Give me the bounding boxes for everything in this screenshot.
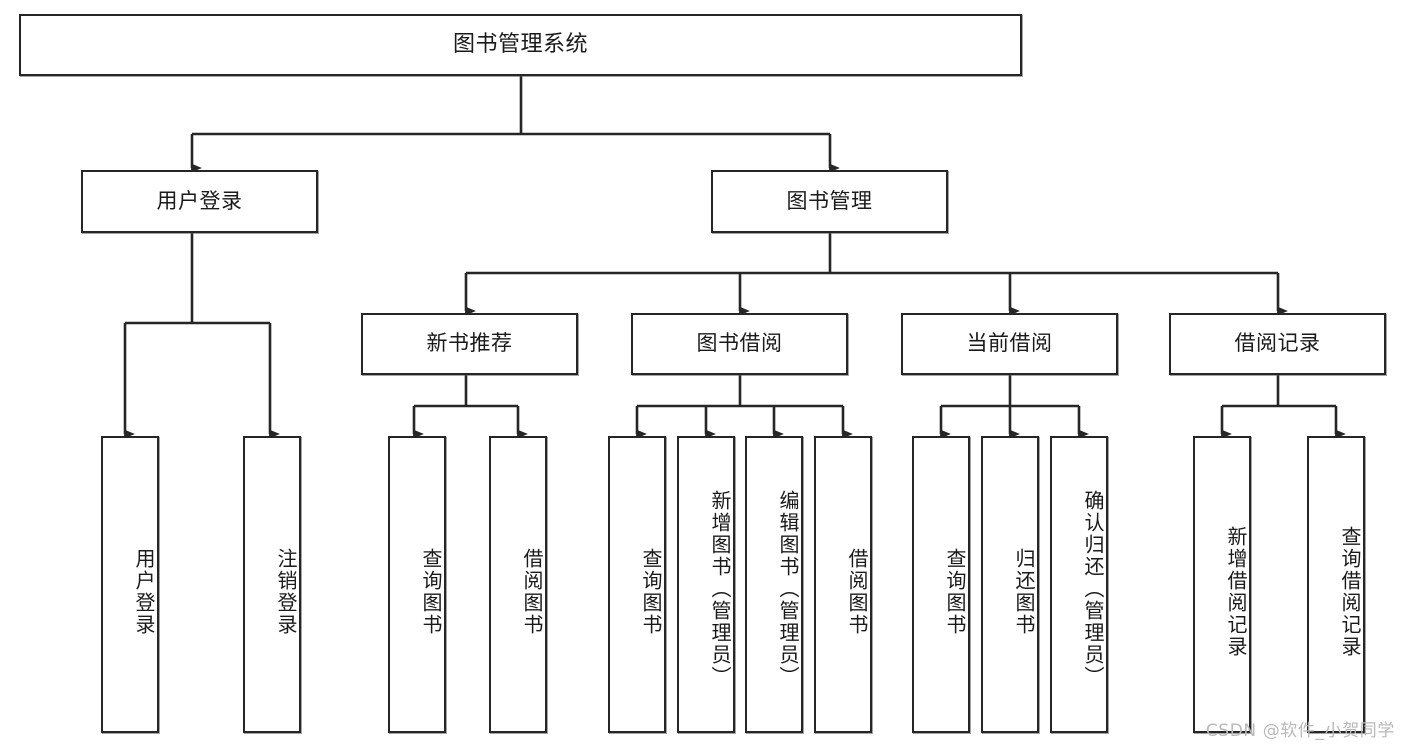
node-label: 图书管理 [786, 188, 873, 213]
node-label: 新书推荐 [426, 331, 513, 356]
node-user-login[interactable]: 用户登录 [81, 170, 318, 233]
node-label: 编辑图书（管理员） [776, 489, 800, 688]
node-label: 图书借阅 [696, 331, 783, 356]
node-label: 用户登录 [156, 188, 243, 213]
node-label: 查询图书 [639, 547, 663, 636]
leaf-confirm-return[interactable]: 确认归还（管理员） [1050, 436, 1108, 733]
node-label: 注销登录 [274, 547, 298, 636]
leaf-return-book[interactable]: 归还图书 [981, 436, 1039, 733]
leaf-query-book-3[interactable]: 查询图书 [912, 436, 970, 733]
node-label: 借阅图书 [520, 547, 544, 636]
node-label: 图书管理系统 [452, 31, 588, 57]
node-label: 借阅记录 [1234, 331, 1321, 356]
node-root-system[interactable]: 图书管理系统 [19, 14, 1022, 76]
node-label: 归还图书 [1012, 547, 1036, 636]
node-book-manage[interactable]: 图书管理 [711, 170, 948, 233]
node-label: 查询图书 [943, 547, 967, 636]
node-book-borrow[interactable]: 图书借阅 [631, 313, 848, 375]
leaf-query-book-1[interactable]: 查询图书 [388, 436, 446, 733]
leaf-query-record[interactable]: 查询借阅记录 [1307, 436, 1365, 733]
leaf-edit-book[interactable]: 编辑图书（管理员） [745, 436, 803, 733]
leaf-add-record[interactable]: 新增借阅记录 [1193, 436, 1251, 733]
node-borrow-record[interactable]: 借阅记录 [1169, 313, 1386, 375]
leaf-query-book-2[interactable]: 查询图书 [608, 436, 666, 733]
node-label: 确认归还（管理员） [1081, 489, 1105, 688]
csdn-watermark: CSDN @软件_小贺同学 [1205, 721, 1395, 741]
leaf-borrow-book-1[interactable]: 借阅图书 [489, 436, 547, 733]
leaf-borrow-book-2[interactable]: 借阅图书 [814, 436, 872, 733]
node-label: 新增图书（管理员） [708, 489, 732, 688]
leaf-user-login[interactable]: 用户登录 [101, 436, 159, 733]
node-label: 查询图书 [419, 547, 443, 636]
leaf-add-book[interactable]: 新增图书（管理员） [677, 436, 735, 733]
leaf-logout-login[interactable]: 注销登录 [243, 436, 301, 733]
node-label: 新增借阅记录 [1224, 525, 1248, 658]
node-current-borrow[interactable]: 当前借阅 [901, 313, 1118, 375]
node-label: 借阅图书 [845, 547, 869, 636]
node-label: 用户登录 [132, 547, 156, 636]
node-new-book-rec[interactable]: 新书推荐 [361, 313, 578, 375]
node-label: 当前借阅 [966, 331, 1053, 356]
node-label: 查询借阅记录 [1338, 525, 1362, 658]
